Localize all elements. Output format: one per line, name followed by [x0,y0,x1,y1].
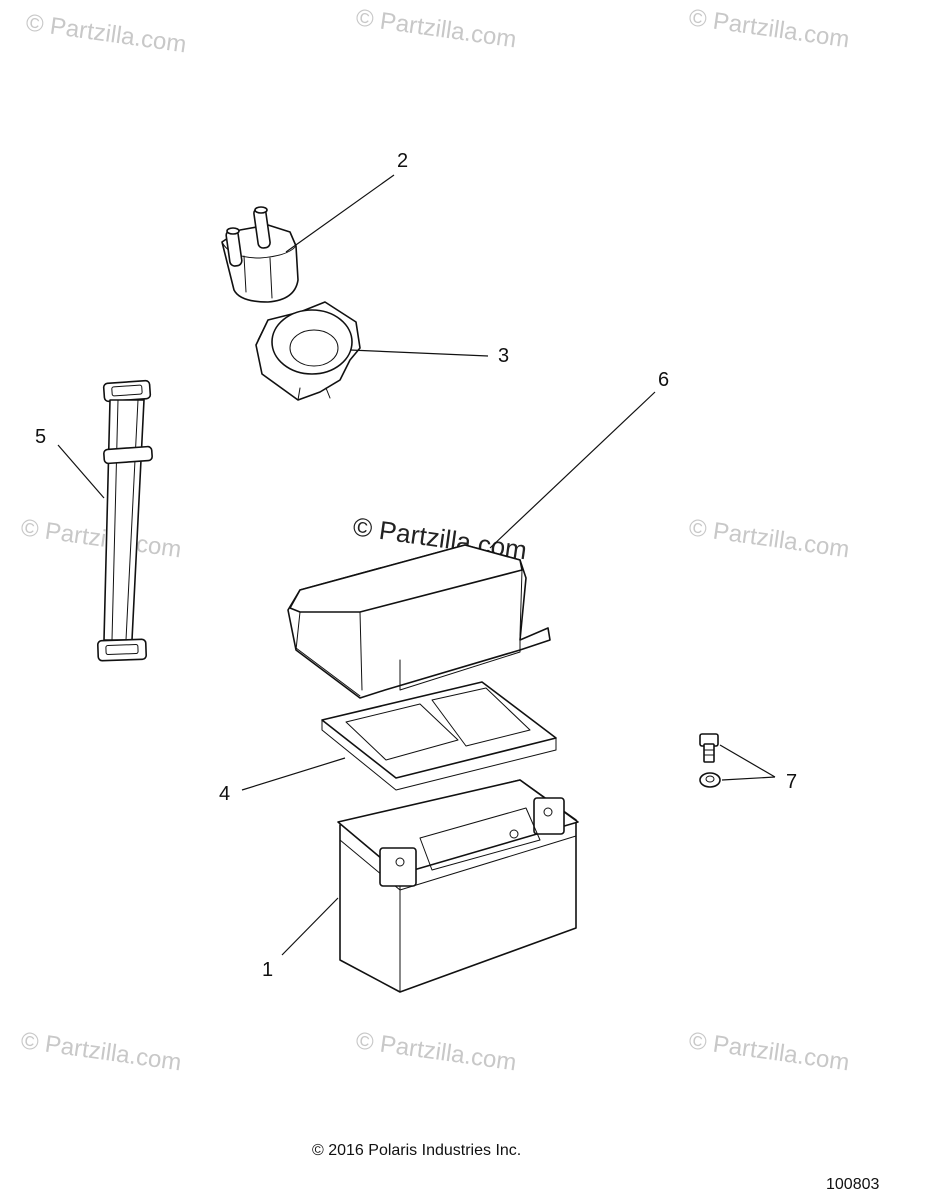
leader-7b [721,776,776,781]
part-7-bolt-and-nut[interactable] [699,733,721,788]
part-5-battery-strap[interactable] [97,379,153,662]
part-6-battery-cover[interactable] [287,544,551,699]
part-1-battery[interactable] [337,779,579,993]
watermark: © Partzilla.com [687,4,851,53]
callouts: 2 3 6 5 4 7 1 [35,150,797,981]
callout-7[interactable]: 7 [786,771,797,793]
leader-4 [241,757,346,791]
callout-3[interactable]: 3 [498,345,509,367]
leader-lines [57,174,776,956]
callout-6[interactable]: 6 [658,369,669,391]
leader-6 [489,391,656,549]
copyright-text: © 2016 Polaris Industries Inc. [312,1142,522,1159]
watermark: © Partzilla.com [354,4,518,53]
callout-5[interactable]: 5 [35,426,46,448]
watermark: © Partzilla.com [354,1027,518,1076]
part-4-gasket[interactable] [321,681,557,791]
callout-4[interactable]: 4 [219,783,230,805]
leader-2 [285,174,395,253]
leader-7a [719,744,776,778]
callout-2[interactable]: 2 [397,150,408,172]
leader-5 [57,444,105,499]
part-2-terminal-cover[interactable] [221,206,299,303]
leader-3 [349,349,489,357]
watermark: © Partzilla.com [19,1027,183,1076]
watermark: © Partzilla.com [19,514,183,563]
watermark: © Partzilla.com [24,9,188,58]
leader-1 [281,897,339,956]
watermark: © Partzilla.com [687,1027,851,1076]
diagram-number: 100803 [826,1176,880,1193]
part-3-holder-boot[interactable] [255,301,361,401]
callout-1[interactable]: 1 [262,959,273,981]
watermark: © Partzilla.com [687,514,851,563]
